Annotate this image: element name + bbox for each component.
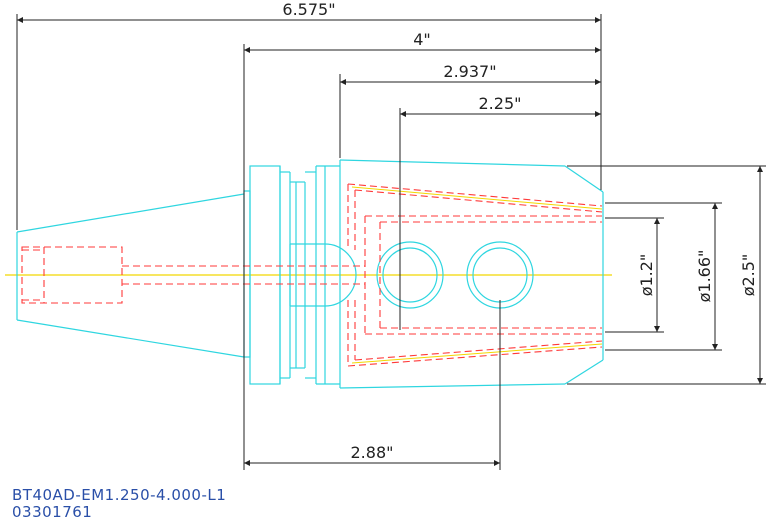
dimension-lines [16, 14, 766, 470]
dim-dia-flange: ø1.66" [695, 250, 714, 303]
cone-lines [351, 186, 603, 364]
dim-dia-body: ø2.5" [739, 254, 758, 297]
body-outline [339, 159, 604, 389]
dim-gauge-length: 4" [413, 30, 431, 49]
hidden-lines [21, 183, 603, 367]
dim-screw-position: 2.88" [351, 443, 394, 462]
dim-inner-depth: 2.25" [479, 94, 522, 113]
dim-dia-bore: ø1.2" [637, 254, 656, 297]
dim-bore-depth: 2.937" [443, 62, 496, 81]
flange-outline [243, 165, 357, 385]
part-number-label: BT40AD-EM1.250-4.000-L1 [12, 486, 227, 504]
taper-shank-outline [16, 193, 245, 358]
part-code-label: 03301761 [12, 503, 93, 521]
dim-overall-length: 6.575" [282, 0, 335, 19]
